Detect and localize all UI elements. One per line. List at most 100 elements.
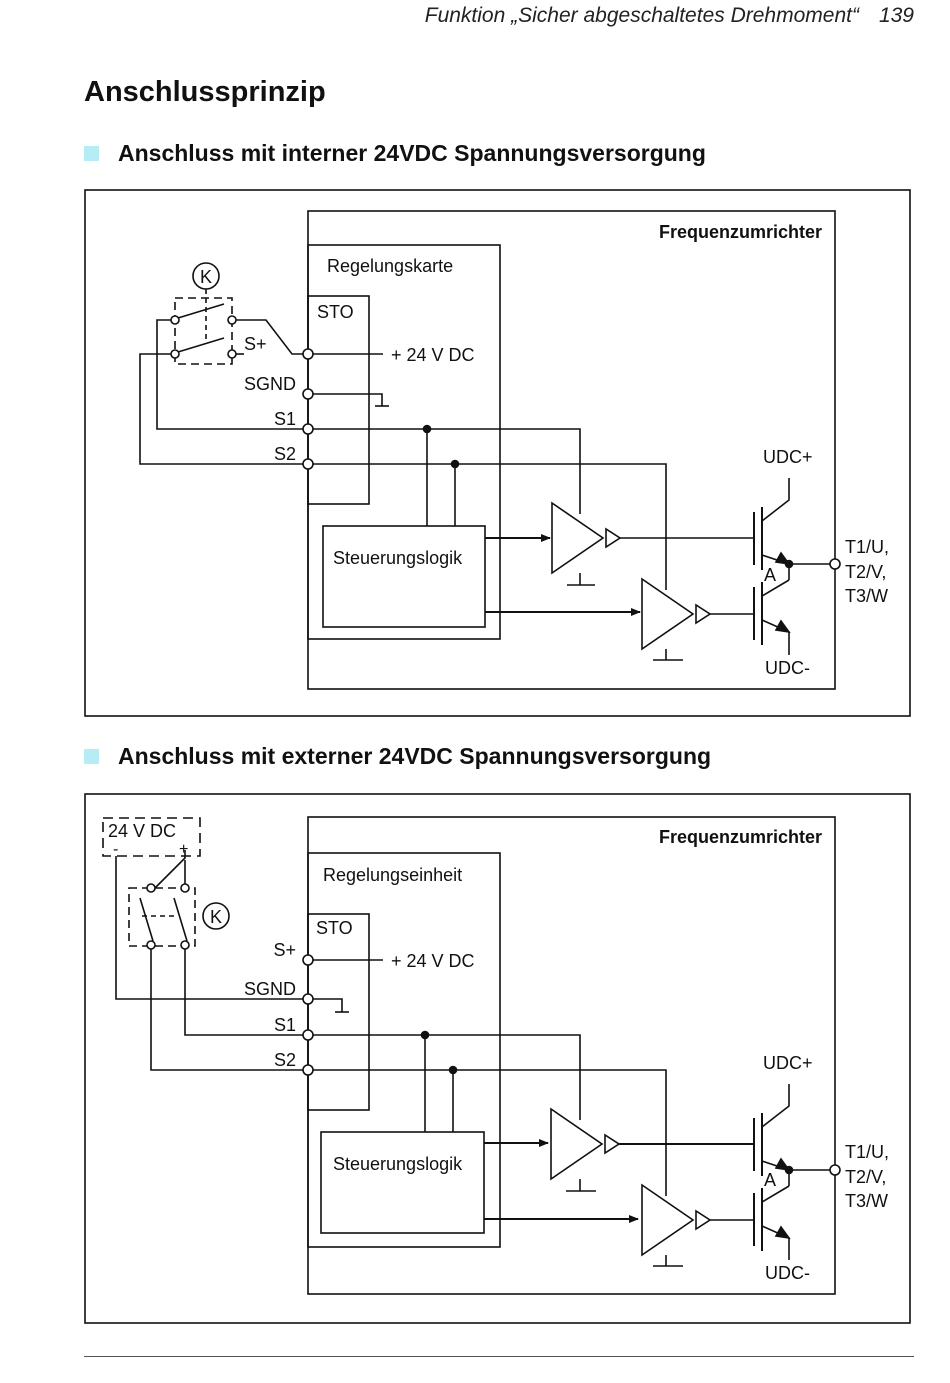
relay-switch-arm [177,303,225,319]
section-heading-external: Anschluss mit externer 24VDC Spannungsve… [84,743,711,770]
sto-block [307,913,370,1111]
terminal-label-sgnd: SGND [244,979,296,999]
relay-box [128,887,196,947]
running-header: Funktion „Sicher abgeschaltetes Drehmome… [425,4,914,28]
terminal-s-plus [302,954,314,966]
control-board-label: Regelungskarte [327,256,453,276]
diagram-frame [84,793,911,1324]
terminal-label-s1: S1 [274,1015,296,1035]
relay-switch-arm [139,897,154,942]
supply-label: + 24 V DC [391,951,475,971]
emitter-arrow-icon [774,619,791,634]
junction-dot [448,1065,458,1075]
igbt-collector [761,478,790,522]
terminal-label-s-plus: S+ [273,940,296,960]
gate-driver-upper [550,1107,604,1181]
output-label-w: T3/W [845,1191,888,1211]
sto-label: STO [317,302,354,322]
external-plus-label: + [179,841,188,858]
wire-s2-internal [313,463,667,590]
wire-s-plus [236,319,303,355]
wire-sgnd [115,856,303,1000]
relay-k-icon [202,902,230,930]
driver-output-icon [605,527,622,549]
drive-box [307,816,836,1295]
junction-dot [422,424,432,434]
terminal-label-s2: S2 [274,444,296,464]
output-label-v: T2/V, [845,1167,886,1187]
external-supply-box [102,817,201,857]
driver-output-icon [695,603,712,625]
wire-s2 [150,949,303,1071]
sgnd-line [313,393,383,406]
supply-label: + 24 V DC [391,345,475,365]
igbt-collector [761,1084,790,1128]
terminal-s2 [302,458,314,470]
output-label-w: T3/W [845,586,888,606]
relay-contact [227,349,237,359]
junction-dot [450,459,460,469]
square-bullet-icon [84,749,99,764]
relay-label: K [210,907,222,927]
relay-contact [227,315,237,325]
gate-driver-lower [641,577,695,651]
relay-contact [170,349,180,359]
sto-block [307,295,370,505]
output-label-u: T1/U, [845,1142,889,1162]
terminal-label-s-plus: S+ [244,334,267,354]
control-unit-box [307,852,501,1248]
wire-s1 [156,319,303,430]
junction-dot [420,1030,430,1040]
terminal-sgnd [302,993,314,1005]
square-bullet-icon [84,146,99,161]
relay-label: K [200,267,212,287]
output-terminal [829,1164,841,1176]
terminal-s-plus [302,348,314,360]
control-logic-label: Steuerungslogik [333,1154,463,1174]
terminal-label-s1: S1 [274,409,296,429]
driver-output-icon [604,1133,621,1155]
node-a-label: A [764,1170,776,1190]
node-a-label: A [764,565,776,585]
wire-s2-internal [313,1069,667,1196]
diagram-external-supply: Frequenzumrichter Regelungseinheit STO 2… [84,793,912,1326]
relay-contact [180,883,190,893]
control-unit-label: Regelungseinheit [323,865,462,885]
relay-contact [146,940,156,950]
external-supply-label: 24 V DC [108,821,176,841]
driver-output-icon [695,1209,712,1231]
wire-s1 [184,949,303,1036]
wire-s1-internal [313,1034,581,1120]
terminal-label-sgnd: SGND [244,374,296,394]
relay-switch-arm [177,337,225,353]
page-title: Anschlussprinzip [84,76,326,108]
udc-plus-label: UDC+ [763,447,813,467]
terminal-s2 [302,1064,314,1076]
udc-plus-label: UDC+ [763,1053,813,1073]
page-number: 139 [878,4,914,27]
gate-driver-upper [551,501,605,575]
terminal-sgnd [302,388,314,400]
output-label-u: T1/U, [845,537,889,557]
diagram-internal-supply: Frequenzumrichter Regelungskarte STO S+ … [84,189,912,718]
external-minus-label: - [113,841,118,858]
relay-switch-arm [173,897,188,942]
diagram-frame [84,189,911,717]
wire-s2 [139,353,303,465]
section-heading-internal: Anschluss mit interner 24VDC Spannungsve… [84,140,706,167]
sto-label: STO [316,918,353,938]
drive-box [307,210,836,690]
gate-driver-lower [641,1183,695,1257]
drive-label: Frequenzumrichter [659,222,822,242]
udc-minus-label: UDC- [765,1263,810,1283]
control-logic-label: Steuerungslogik [333,548,463,568]
footer-rule [84,1356,914,1357]
igbt-collector [761,1185,790,1203]
terminal-label-s2: S2 [274,1050,296,1070]
output-terminal [829,558,841,570]
igbt-collector [761,579,790,597]
udc-minus-label: UDC- [765,658,810,678]
relay-contact [170,315,180,325]
relay-contact [146,883,156,893]
wire-plus [154,850,186,889]
